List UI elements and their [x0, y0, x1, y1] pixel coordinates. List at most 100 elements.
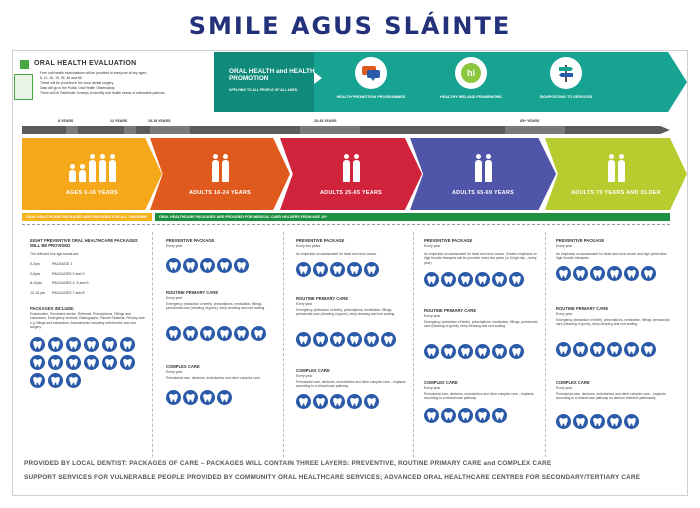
- ambulance-icon: [66, 355, 81, 370]
- evaluation-line: Free oral health examinations will be pr…: [40, 71, 147, 75]
- age-band-package: PACKAGE 1: [52, 262, 73, 266]
- complex-title: COMPLEX CARE: [556, 380, 590, 385]
- age-group-label: ADULTS 16-24 YEARS: [188, 190, 252, 196]
- routine-frequency: Every year: [556, 312, 573, 316]
- age-band-package: PACKAGES 4, 5 and 6: [52, 281, 89, 285]
- evaluation-line: Data will go to the Public Oral Health O…: [40, 86, 116, 91]
- svg-text:hi: hi: [467, 68, 475, 78]
- complex-text: Periodontal care, dentures, endodontics …: [166, 376, 261, 380]
- complex-title: COMPLEX CARE: [296, 368, 330, 373]
- toothpaste-icon: [120, 355, 135, 370]
- routine-title: ROUTINE PRIMARY CARE: [424, 308, 477, 313]
- children-heading: EIGHT PREVENTIVE ORAL HEALTHCARE PACKAGE…: [30, 238, 138, 249]
- age-marker: [505, 126, 565, 134]
- tooth-icon: [364, 394, 379, 409]
- tooth-icon: [441, 408, 456, 423]
- complex-icons: [556, 414, 674, 429]
- tooth-icon: [251, 326, 266, 341]
- promotion-subtitle: APPLYING TO ALL PEOPLE OF ALL AGES.: [229, 88, 299, 92]
- age-marker: [300, 126, 360, 134]
- preventive-icons: [166, 258, 276, 273]
- tooth-icon: [217, 258, 232, 273]
- routine-icons: [296, 332, 408, 347]
- footer-line-2: SUPPORT SERVICES FOR VULNERABLE PEOPLE P…: [24, 474, 641, 481]
- complex-frequency: Every year: [296, 374, 313, 378]
- tooth-icon: [183, 326, 198, 341]
- preventive-frequency: Every year: [556, 244, 573, 248]
- tooth-icon: [296, 394, 311, 409]
- promotion-item-programmes: HEALTH PROMOTION PROGRAMMES: [331, 57, 411, 99]
- age-tick: 65+ YEARS: [520, 119, 540, 123]
- tooth-icon: [509, 272, 524, 287]
- promotion-title: ORAL HEALTH and HEALTH PROMOTION: [229, 68, 315, 83]
- column-divider: [152, 232, 153, 457]
- tooth-icon: [200, 390, 215, 405]
- evaluation-title: ORAL HEALTH EVALUATION: [34, 60, 137, 67]
- preventive-title: PREVENTIVE PACKAGE: [296, 238, 345, 243]
- person-icon: [352, 154, 360, 182]
- tooth-icon: [492, 272, 507, 287]
- person-icon: [68, 164, 76, 182]
- tooth-icon: [166, 326, 181, 341]
- tooth-icon: [381, 332, 396, 347]
- forceps-icon: [48, 355, 63, 370]
- routine-text: Emergency (extraction of teeth), prescri…: [296, 308, 396, 317]
- evaluation-line: There will be Pathfinder Surveys to iden…: [40, 91, 166, 96]
- age-band-age: 2-6yrs: [30, 271, 40, 276]
- age-group-arrow-0: AGES 0-16 YEARS: [22, 138, 162, 210]
- tooth-icon: [183, 390, 198, 405]
- complex-text: Periodontal care, dentures, endodontics …: [424, 392, 534, 401]
- preventive-frequency: Every year: [166, 244, 183, 248]
- tooth-icon: [347, 332, 362, 347]
- promotion-item-signposting: SIGNPOSTING TO SERVICES: [526, 57, 606, 99]
- tooth-icon: [200, 258, 215, 273]
- tooth-icon: [234, 258, 249, 273]
- tooth-icon: [624, 342, 639, 357]
- routine-title: ROUTINE PRIMARY CARE: [166, 290, 219, 295]
- tooth-icon: [441, 272, 456, 287]
- children-column: EIGHT PREVENTIVE ORAL HEALTHCARE PACKAGE…: [30, 232, 148, 457]
- complex-icons: [296, 394, 408, 409]
- xray-icon: [84, 337, 99, 352]
- person-icon: [88, 154, 96, 182]
- includes-text: Examination, Preventive advice, Referral…: [30, 312, 145, 330]
- column-divider: [545, 232, 546, 457]
- person-icon: [211, 154, 219, 182]
- tooth-icon: [556, 342, 571, 357]
- age-group-label: ADULTS 70 YEARS AND OLDER: [571, 190, 661, 196]
- tooth-icon: [84, 355, 99, 370]
- adult-column-65-69: PREVENTIVE PACKAGE Every year An emphasi…: [424, 232, 540, 457]
- routine-icons: [556, 342, 674, 357]
- tooth-icon: [424, 344, 439, 359]
- tooth-icon: [475, 408, 490, 423]
- preventive-frequency: Every two years: [296, 244, 321, 248]
- routine-frequency: Every year: [296, 302, 313, 306]
- tooth-icon: [641, 342, 656, 357]
- preventive-icons: [296, 262, 408, 277]
- tooth-icon: [234, 326, 249, 341]
- adult-column-25-65: PREVENTIVE PACKAGE Every two years An em…: [296, 232, 410, 457]
- age-group-arrow-1: ADULTS 16-24 YEARS: [150, 138, 290, 210]
- complex-frequency: Every year: [556, 386, 573, 390]
- tooth-icon: [200, 326, 215, 341]
- tooth-icon: [607, 342, 622, 357]
- tooth-icon: [624, 414, 639, 429]
- tooth-icon: [217, 326, 232, 341]
- promotion-item-label: HEALTH PROMOTION PROGRAMMES: [336, 95, 406, 99]
- tooth-icon: [607, 414, 622, 429]
- routine-title: ROUTINE PRIMARY CARE: [556, 306, 609, 311]
- tooth-icon: [66, 373, 81, 388]
- tooth-icon: [573, 414, 588, 429]
- routine-title: ROUTINE PRIMARY CARE: [296, 296, 349, 301]
- tooth-icon: [120, 337, 135, 352]
- tooth-icon: [313, 262, 328, 277]
- includes-title: PACKAGES INCLUDE:: [30, 306, 75, 311]
- tooth-icon: [573, 342, 588, 357]
- divider: [22, 224, 670, 225]
- people-icon: [280, 154, 422, 182]
- age-group-arrow-3: ADULTS 65-69 YEARS: [410, 138, 556, 210]
- promotion-item-label: SIGNPOSTING TO SERVICES: [539, 95, 593, 99]
- pills-icon: [30, 355, 45, 370]
- tooth-icon: [590, 266, 605, 281]
